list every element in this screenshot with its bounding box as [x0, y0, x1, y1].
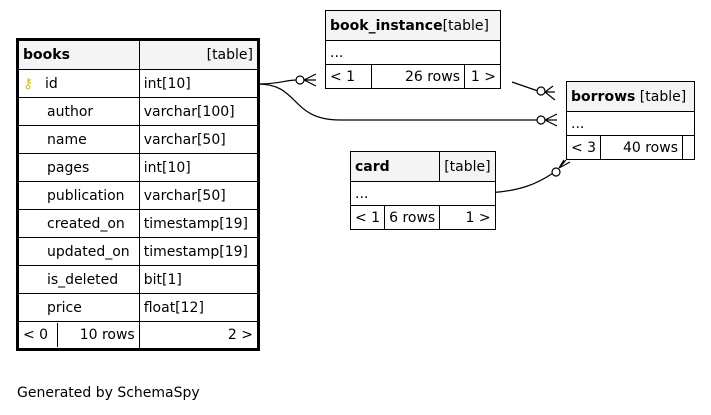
table-body: ... [325, 40, 501, 65]
table-body: ... [566, 111, 695, 136]
table-book-instance-header: book_instance[table] [325, 10, 501, 41]
column-type: timestamp[19] [138, 209, 260, 238]
table-footer: < 3 40 rows [565, 135, 695, 160]
edge-books-book-instance [257, 79, 298, 85]
table-books-header: books [17, 39, 140, 70]
column-name-text: name [47, 131, 87, 148]
edge-book-instance-borrows [511, 81, 539, 92]
table-footer: < 1 26 rows 1 > [325, 64, 501, 89]
table-row[interactable]: publication varchar[50] [17, 181, 260, 210]
column-name-text: updated_on [47, 243, 130, 260]
footer-split: < 0 10 rows [19, 323, 139, 347]
table-card[interactable]: card [table] ... < 1 6 rows 1 > [349, 151, 496, 230]
children-link[interactable]: 1 > [464, 64, 501, 89]
table-books[interactable]: books [table] ⚷ id int[10] author varchar… [16, 38, 260, 351]
row-count: 26 rows [371, 64, 465, 89]
column-name-text: author [47, 103, 94, 120]
crow-foot-marker [544, 113, 558, 127]
row-count: 6 rows [384, 205, 441, 230]
table-borrows[interactable]: borrows [table] ... < 3 40 rows [565, 81, 695, 160]
crow-foot-marker [303, 73, 317, 87]
column-name-text: created_on [47, 215, 125, 232]
column-type: int[10] [138, 69, 260, 98]
column-type: int[10] [138, 153, 260, 182]
table-row[interactable]: price float[12] [17, 293, 260, 322]
column-name-text: price [47, 299, 82, 316]
table-row[interactable]: is_deleted bit[1] [17, 265, 260, 294]
column-name: updated_on [17, 237, 140, 266]
table-body: ... [350, 181, 496, 206]
edge-books-borrows [257, 83, 537, 121]
row-count: 10 rows [79, 327, 135, 343]
column-type: varchar[50] [138, 125, 260, 154]
table-name: books [23, 47, 70, 63]
column-type: varchar[100] [138, 97, 260, 126]
table-row[interactable]: name varchar[50] [17, 125, 260, 154]
column-name: created_on [17, 209, 140, 238]
table-row[interactable]: pages int[10] [17, 153, 260, 182]
table-row[interactable]: ⚷ id int[10] [17, 69, 260, 98]
parents-link[interactable]: < 1 [325, 64, 372, 89]
column-name: is_deleted [17, 265, 140, 294]
table-footer: < 0 10 rows 2 > [17, 321, 260, 350]
table-card-header: card [349, 151, 441, 182]
column-name-cell: ⚷ id [17, 69, 140, 98]
column-name: author [17, 97, 140, 126]
table-row[interactable]: created_on timestamp[19] [17, 209, 260, 238]
column-name: id [45, 75, 58, 92]
edge-marker-circle [295, 75, 305, 85]
parents-link[interactable]: < 1 [349, 205, 386, 230]
parents-link[interactable]: < 0 [19, 323, 58, 347]
column-type: bit[1] [138, 265, 260, 294]
edge-marker-circle [536, 86, 546, 96]
table-book-instance[interactable]: book_instance[table] ... < 1 26 rows 1 > [325, 10, 501, 89]
column-name-text: is_deleted [47, 271, 119, 288]
table-row[interactable]: updated_on timestamp[19] [17, 237, 260, 266]
table-footer: < 1 6 rows 1 > [349, 205, 496, 230]
table-borrows-header: borrows [table] [566, 81, 695, 112]
table-kind: [table] [639, 88, 687, 105]
children-link[interactable]: 2 > [138, 321, 260, 350]
edge-marker-circle [551, 167, 561, 177]
edge-marker-circle [536, 115, 546, 125]
column-name-text: publication [47, 187, 125, 204]
column-name: name [17, 125, 140, 154]
table-kind: [table] [439, 151, 496, 182]
column-name: publication [17, 181, 140, 210]
table-kind: [table] [442, 17, 489, 34]
crow-foot-marker [558, 159, 571, 169]
row-count: 40 rows [600, 135, 683, 160]
column-name-text: pages [47, 159, 90, 176]
table-name: book_instance [330, 17, 443, 34]
column-type: float[12] [138, 293, 260, 322]
crow-foot-marker [544, 85, 556, 101]
generated-by-text: Generated by SchemaSpy [17, 385, 200, 401]
column-type: timestamp[19] [138, 237, 260, 266]
column-name: price [17, 293, 140, 322]
children-link[interactable]: 1 > [439, 205, 496, 230]
table-name: card [355, 158, 390, 175]
table-row[interactable]: author varchar[100] [17, 97, 260, 126]
table-kind: [table] [138, 39, 260, 70]
children-link[interactable] [682, 135, 695, 160]
parents-link[interactable]: < 3 [565, 135, 602, 160]
footer-left-cell: < 0 10 rows [17, 321, 140, 350]
primary-key-icon: ⚷ [23, 75, 34, 92]
column-type: varchar[50] [138, 181, 260, 210]
column-name: pages [17, 153, 140, 182]
table-name: borrows [571, 88, 636, 105]
